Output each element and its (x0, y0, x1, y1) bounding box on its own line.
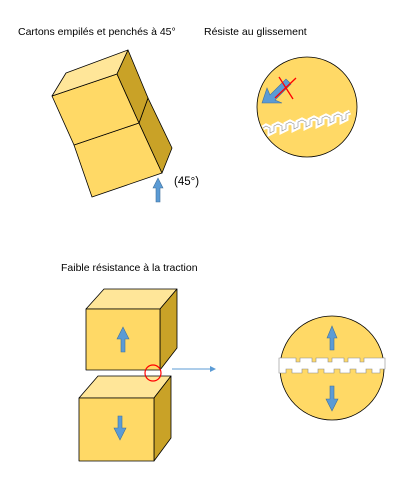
up-arrow-icon (116, 326, 130, 353)
tension-seam (278, 357, 386, 374)
tension-detail-circle (278, 315, 386, 421)
tilted-box-upper (51, 49, 149, 146)
tension-box-bottom (78, 375, 172, 462)
up-arrow-icon (152, 177, 164, 203)
down-arrow-icon (113, 415, 127, 441)
tilted-box-lower (73, 97, 173, 198)
title-slip-resistance: Résiste au glissement (204, 26, 307, 38)
tilted-box-stack (51, 49, 173, 198)
title-stacked-boxes: Cartons empilés et penchés à 45° (18, 26, 176, 38)
cross-icon (274, 76, 297, 100)
joint-highlight-circle (144, 364, 162, 382)
title-tensile-weakness: Faible résistance à la traction (61, 262, 198, 274)
connector-arrow-icon (172, 366, 216, 372)
down-arrow-icon (325, 385, 339, 412)
tension-box-top (85, 288, 178, 371)
up-arrow-icon (326, 325, 338, 351)
tilted-box-upper-side (116, 49, 149, 124)
slip-detail-circle (256, 56, 358, 158)
angle-label: (45°) (174, 176, 199, 188)
